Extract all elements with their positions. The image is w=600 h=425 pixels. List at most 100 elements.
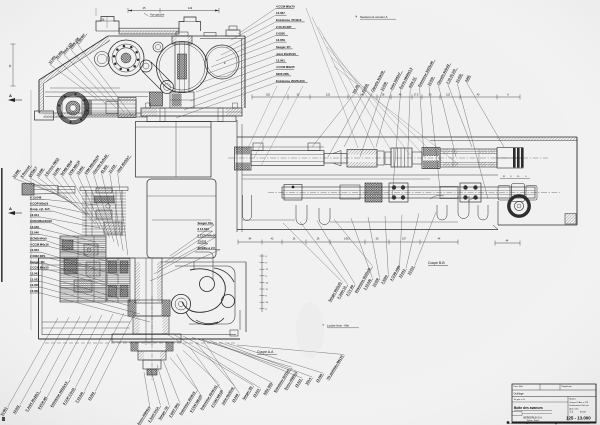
- svg-text:Entre-pointes 14+6 var.: Entre-pointes 14+6 var.: [570, 404, 590, 407]
- svg-text:125 - 13.000: 125 - 13.000: [566, 416, 591, 421]
- svg-text:A: A: [9, 206, 12, 211]
- svg-text:5 CCM M4x20: 5 CCM M4x20: [198, 233, 217, 237]
- svg-text:13.045: 13.045: [36, 167, 45, 177]
- svg-text:17.5: 17.5: [414, 94, 419, 97]
- svg-text:Dess. Mod.: Dess. Mod.: [514, 386, 524, 388]
- svg-text:Acier Cém.: Acier Cém.: [570, 408, 580, 411]
- svg-text:Groupe 25 Axe: ø 178: Groupe 25 Axe: ø 178: [570, 401, 589, 404]
- svg-text:122: 122: [446, 94, 451, 97]
- svg-text:13.021: 13.021: [12, 404, 20, 414]
- svg-text:Goup. cyl. 3x5: Goup. cyl. 3x5: [30, 207, 50, 211]
- svg-text:13.002: 13.002: [87, 391, 95, 401]
- svg-text:Joint 20x35/10: Joint 20x35/10: [276, 52, 296, 56]
- svg-text:2 CV 3/8: 2 CV 3/8: [345, 284, 355, 297]
- svg-text:Seeger 35i: Seeger 35i: [30, 260, 45, 264]
- svg-text:30 Bille ø 2.5: 30 Bille ø 2.5: [198, 246, 216, 250]
- svg-text:Outillage: Outillage: [514, 392, 525, 396]
- svg-text:13.014: 13.014: [252, 388, 260, 398]
- svg-text:44: 44: [438, 238, 441, 241]
- svg-text:6304 2RS: 6304 2RS: [262, 382, 273, 396]
- svg-text:13.053: 13.053: [30, 248, 39, 252]
- svg-text:4: 4: [266, 256, 268, 258]
- svg-text:8 13.033: 8 13.033: [198, 227, 210, 231]
- svg-text:13.049: 13.049: [30, 225, 39, 229]
- svg-text:13.060: 13.060: [30, 289, 39, 293]
- svg-text:F: F: [224, 61, 226, 65]
- svg-text:14: 14: [266, 282, 269, 284]
- svg-text:2 20-25.120: 2 20-25.120: [445, 68, 456, 85]
- svg-text:143.5: 143.5: [344, 238, 351, 241]
- svg-text:13.028: 13.028: [371, 277, 379, 287]
- svg-text:2 CCM M6x30: 2 CCM M6x30: [30, 266, 49, 270]
- svg-text:11: 11: [266, 289, 269, 291]
- svg-text:32: 32: [503, 176, 506, 178]
- svg-text:Coupe A-A: Coupe A-A: [257, 350, 274, 354]
- svg-text:Vue gauche: Vue gauche: [150, 13, 165, 17]
- svg-text:45: 45: [143, 6, 146, 10]
- svg-text:6305: 6305: [464, 74, 471, 82]
- svg-text:13.038: 13.038: [361, 83, 369, 93]
- svg-text:13.058: 13.058: [55, 50, 64, 60]
- svg-text:13.016: 13.016: [108, 164, 117, 174]
- svg-text:13.056: 13.056: [12, 168, 21, 178]
- svg-text:26: 26: [317, 238, 320, 241]
- svg-text:6206 2RS: 6206 2RS: [276, 72, 289, 76]
- svg-text:40: 40: [477, 94, 480, 97]
- svg-text:44: 44: [506, 240, 509, 243]
- svg-text:2 6207 2RS: 2 6207 2RS: [168, 402, 180, 418]
- svg-text:8 ECR M5: 8 ECR M5: [37, 396, 48, 410]
- svg-text:13.066: 13.066: [315, 373, 323, 383]
- svg-text:16: 16: [266, 302, 269, 304]
- svg-text:2 13.057: 2 13.057: [76, 33, 87, 45]
- svg-text:4 CCM M8x70: 4 CCM M8x70: [276, 5, 295, 9]
- svg-text:30: 30: [376, 238, 379, 241]
- svg-text:13.052: 13.052: [48, 55, 57, 65]
- svg-text:13.061: 13.061: [276, 59, 285, 63]
- svg-text:20: 20: [517, 176, 520, 178]
- svg-text:Matière: Matière: [570, 398, 576, 401]
- svg-text:Tol. gén. ± 0.1: Tol. gén. ± 0.1: [514, 399, 526, 401]
- svg-text:8 Ressort: 8 Ressort: [20, 165, 31, 179]
- svg-text:13.005: 13.005: [30, 283, 39, 287]
- svg-text:2 Joint 10: 2 Joint 10: [336, 285, 347, 299]
- svg-text:13.039: 13.039: [380, 81, 388, 91]
- svg-text:13.043: 13.043: [30, 272, 39, 276]
- svg-text:Coupe B-B: Coupe B-B: [428, 261, 445, 265]
- svg-text:13.055: 13.055: [52, 166, 61, 176]
- svg-text:43.303: 43.303: [100, 164, 109, 174]
- svg-text:13.012: 13.012: [407, 265, 415, 275]
- svg-text:Seeger 15a: Seeger 15a: [198, 221, 214, 225]
- svg-text:8: 8: [266, 263, 268, 265]
- svg-text:Joint 115: Joint 115: [62, 42, 73, 55]
- svg-text:Seulement version A: Seulement version A: [360, 15, 388, 19]
- svg-text:13.044: 13.044: [30, 213, 39, 217]
- svg-text:1:1: 1:1: [570, 410, 574, 414]
- svg-text:13.003: 13.003: [0, 406, 8, 416]
- svg-text:Boîte des avances: Boîte des avances: [514, 406, 543, 410]
- svg-text:13.054: 13.054: [76, 165, 85, 175]
- svg-text:6206 ZZ: 6206 ZZ: [408, 76, 417, 88]
- svg-text:Seeger 35i: Seeger 35i: [241, 385, 253, 400]
- svg-text:122: 122: [326, 94, 331, 97]
- svg-text:Seeger 72i: Seeger 72i: [157, 405, 169, 420]
- svg-text:Entretoise 47/42x3: Entretoise 47/42x3: [276, 18, 302, 22]
- svg-text:Entretoise 20/25x100: Entretoise 20/25x100: [276, 79, 305, 83]
- svg-text:6: 6: [507, 94, 509, 97]
- svg-text:6: 6: [510, 176, 512, 178]
- svg-text:CCM M6x100/16: CCM M6x100/16: [30, 219, 52, 223]
- svg-text:26: 26: [293, 238, 296, 241]
- svg-text:28: 28: [102, 19, 105, 22]
- svg-text:2 13.020: 2 13.020: [74, 391, 84, 403]
- svg-text:13.011: 13.011: [294, 378, 302, 388]
- svg-text:13.031: 13.031: [198, 240, 207, 244]
- svg-text:4 CCM M6x16: 4 CCM M6x16: [30, 242, 49, 246]
- svg-text:Bienne - Suisse: Bienne - Suisse: [527, 420, 539, 422]
- svg-text:104.4: 104.4: [304, 377, 312, 386]
- svg-text:Loctite frein - filet: Loctite frein - filet: [327, 324, 349, 328]
- svg-text:95: 95: [10, 64, 12, 67]
- svg-text:6 13.048: 6 13.048: [30, 196, 42, 200]
- svg-text:✳: ✳: [355, 15, 358, 19]
- svg-text:2 6305: 2 6305: [380, 274, 388, 284]
- svg-text:9: 9: [266, 309, 268, 311]
- svg-text:Remplacem.: Remplacem.: [562, 386, 573, 388]
